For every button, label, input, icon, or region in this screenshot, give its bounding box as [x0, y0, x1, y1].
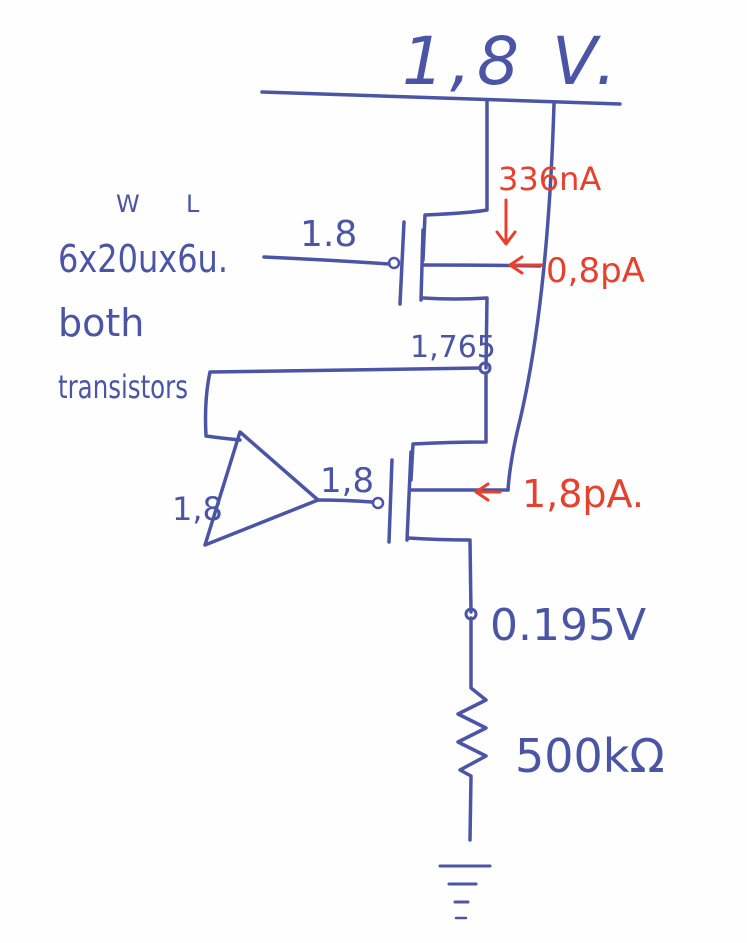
- l-label: L: [186, 190, 200, 218]
- top-bulk-current-label: 0,8pA: [546, 251, 645, 291]
- vdd-rail-line: [260, 90, 622, 106]
- top-gate-voltage-label: 1.8: [300, 214, 357, 255]
- bulk-rail-wire: [506, 102, 556, 492]
- transistor-size-label: 6x20ux6u.: [58, 237, 228, 281]
- top-bulk-current-arrow: [508, 255, 544, 275]
- supply-rail: [260, 90, 622, 106]
- feedback-wire: [203, 366, 482, 442]
- both-label: both: [58, 301, 144, 345]
- top-gate-bubble: [387, 256, 401, 270]
- bottom-pmos-transistor: [371, 450, 510, 614]
- drain-current-label: 336nA: [498, 160, 601, 198]
- buffer-input-label: 1,8: [172, 490, 223, 528]
- drain-current-arrow: [495, 198, 517, 246]
- bottom-bulk-current-label: 1,8pA.: [522, 472, 644, 516]
- bottom-gate-bubble: [371, 496, 385, 510]
- source-node-voltage-label: 0.195V: [490, 600, 646, 651]
- resistor: [456, 616, 488, 842]
- transistors-label: transistors: [58, 368, 188, 406]
- top-pmos-transistor: [262, 98, 542, 370]
- buffer-output-wire: [316, 498, 374, 504]
- top-gate-wire: [262, 255, 391, 266]
- resistor-value-label: 500kΩ: [515, 729, 665, 783]
- buffer-triangle: [203, 430, 320, 547]
- mid-node-voltage-label: 1,765: [410, 330, 496, 365]
- buffer-output-label: 1,8: [320, 461, 374, 501]
- w-label: W: [116, 190, 140, 218]
- resistor-zigzag: [456, 616, 488, 842]
- ground-symbol: [438, 864, 492, 920]
- bottom-bulk-current-arrow: [474, 482, 502, 502]
- mid-node: [203, 361, 492, 482]
- supply-voltage-label: 1,8 V.: [402, 23, 623, 100]
- unity-buffer: [203, 430, 374, 547]
